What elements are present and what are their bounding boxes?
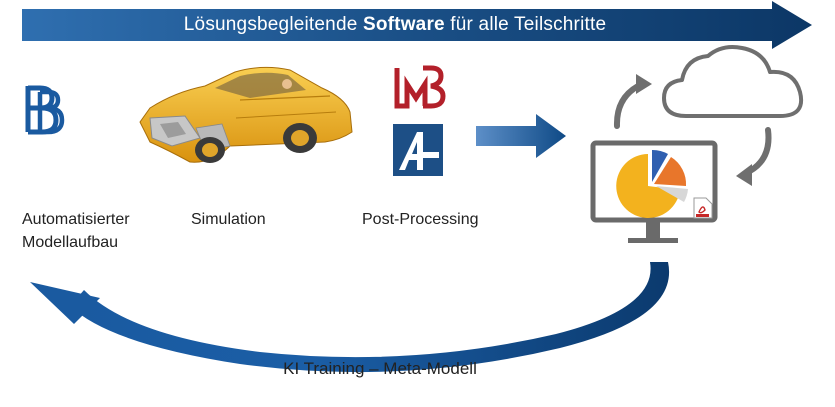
beta-ss-logo-icon xyxy=(25,85,65,135)
animator-a4-logo-icon xyxy=(393,124,443,176)
sync-arrows-icon xyxy=(613,74,772,186)
banner-text-suffix: für alle Teilschritte xyxy=(450,14,607,35)
step-label-model-building: Automatisierter Modellaufbau xyxy=(22,208,130,254)
step-label-line1: Simulation xyxy=(191,211,266,228)
banner-text-bold: Software xyxy=(362,14,445,35)
loop-label: KI Training – Meta-Modell xyxy=(283,359,477,378)
banner-title: Lösungsbegleitende Software für alle Tei… xyxy=(0,14,790,36)
step-label-post-processing: Post-Processing xyxy=(362,208,479,231)
banner-text-prefix: Lösungsbegleitende xyxy=(183,14,358,35)
meta-mb-logo-icon xyxy=(394,65,446,109)
step-label-line1: Automatisierter xyxy=(22,211,130,228)
step-label-line1: Post-Processing xyxy=(362,211,479,228)
monitor-pie-chart-icon xyxy=(590,140,718,243)
step-flow-arrow xyxy=(476,114,566,158)
feedback-loop-arrow xyxy=(30,262,670,373)
pdf-document-icon xyxy=(693,197,713,219)
crash-test-car-icon xyxy=(139,66,353,163)
banner-arrow xyxy=(22,1,812,49)
step-label-simulation: Simulation xyxy=(191,208,266,231)
cloud-icon xyxy=(662,45,803,118)
step-label-line2: Modellaufbau xyxy=(22,234,119,251)
